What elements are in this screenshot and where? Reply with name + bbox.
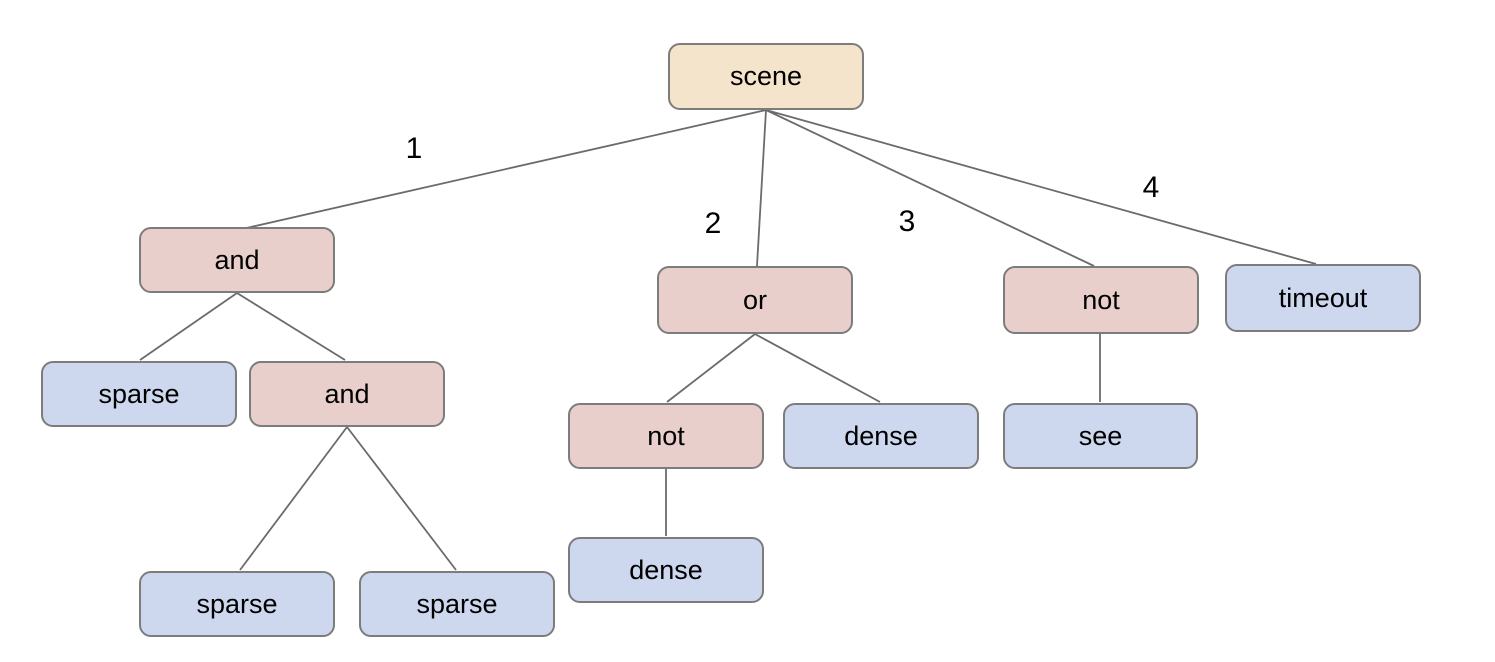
- node-sparse2: sparse: [139, 571, 335, 637]
- edge-and2-sparse3: [346, 426, 457, 571]
- node-or1: or: [657, 266, 853, 334]
- edge-or1-not2: [666, 333, 756, 403]
- node-not1: not: [1003, 266, 1199, 334]
- node-sparse3: sparse: [359, 571, 555, 637]
- node-sparse1: sparse: [41, 361, 237, 427]
- edge-label-3: 3: [898, 205, 916, 238]
- node-and2: and: [249, 361, 445, 427]
- edge-scene-and1: [241, 109, 767, 230]
- edge-scene-not1: [765, 109, 1095, 267]
- edge-label-2: 2: [704, 207, 722, 240]
- edge-scene-timeout1: [765, 109, 1317, 265]
- edge-and2-sparse2: [239, 426, 348, 571]
- edge-and1-sparse1: [139, 292, 238, 361]
- node-dense1: dense: [783, 403, 979, 469]
- edge-label-4: 4: [1142, 171, 1160, 204]
- node-scene: scene: [668, 43, 864, 110]
- node-and1: and: [139, 227, 335, 293]
- node-not2: not: [568, 403, 764, 469]
- edge-and1-and2: [236, 292, 346, 361]
- node-timeout1: timeout: [1225, 264, 1421, 332]
- node-see1: see: [1003, 403, 1198, 469]
- edge-or1-dense1: [754, 333, 881, 403]
- node-dense2: dense: [568, 537, 764, 603]
- edge-label-1: 1: [405, 132, 423, 165]
- edge-scene-or1: [756, 109, 767, 267]
